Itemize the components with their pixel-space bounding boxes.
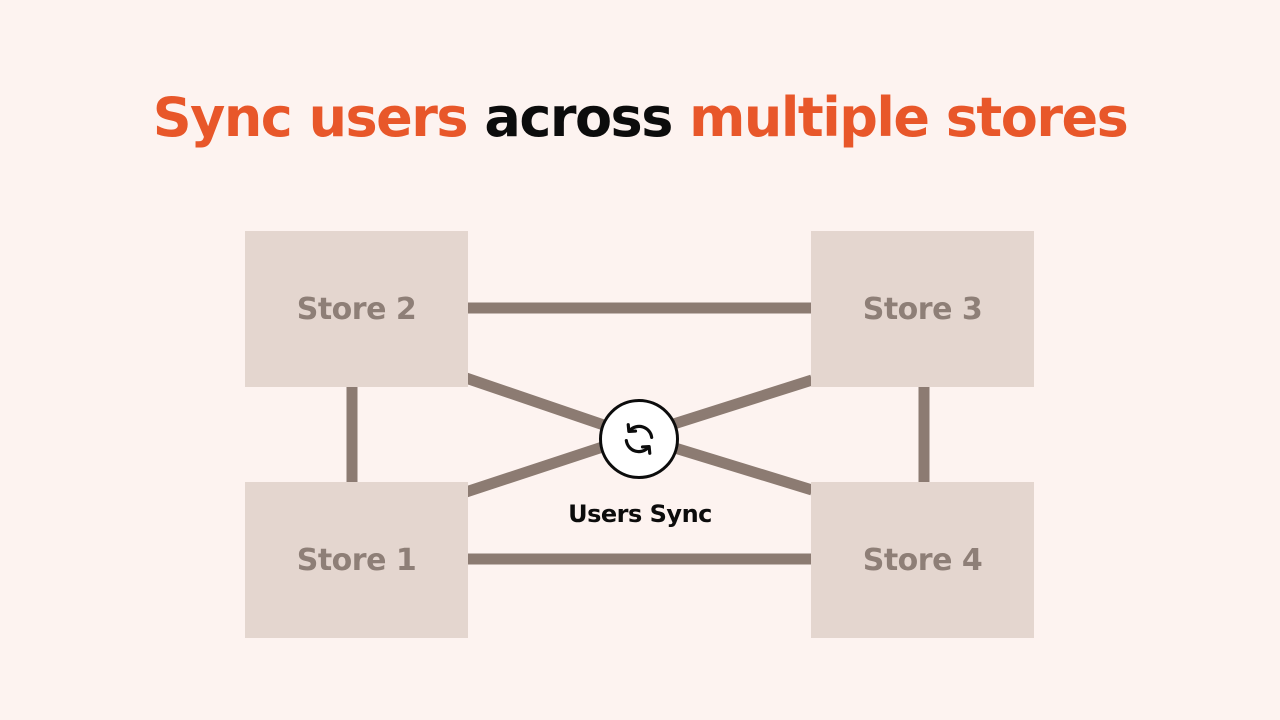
- store-1-label: Store 1: [296, 542, 417, 578]
- refresh-icon: [624, 423, 654, 455]
- users-sync-label: Users Sync: [568, 500, 712, 528]
- store-4-box: Store 4: [811, 482, 1034, 638]
- headline-accent-multiple-stores: multiple stores: [689, 86, 1129, 149]
- headline-across: across: [484, 86, 673, 149]
- headline-accent-sync-users: Sync users: [152, 86, 469, 149]
- users-sync-hub: [599, 399, 679, 479]
- store-3-box: Store 3: [811, 231, 1034, 387]
- store-3-label: Store 3: [862, 291, 983, 327]
- headline: Sync users across multiple stores: [0, 84, 1280, 152]
- store-4-label: Store 4: [862, 542, 983, 578]
- store-2-label: Store 2: [296, 291, 417, 327]
- store-1-box: Store 1: [245, 482, 468, 638]
- store-2-box: Store 2: [245, 231, 468, 387]
